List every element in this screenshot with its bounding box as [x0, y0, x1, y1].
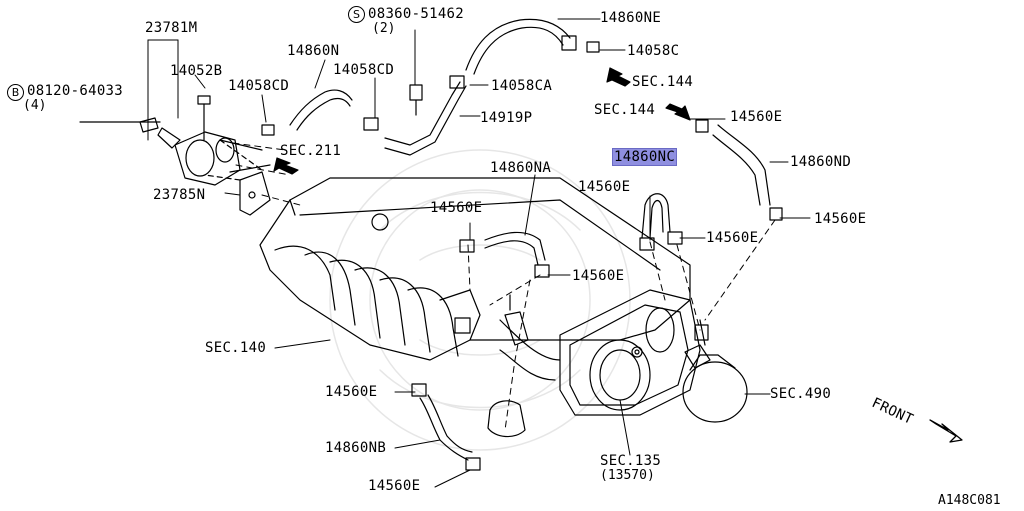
label-14560e-right-2[interactable]: 14560E	[814, 211, 867, 227]
label-sec135-sub: (13570)	[600, 468, 655, 483]
label-14860ne[interactable]: 14860NE	[600, 10, 662, 26]
label-14058c[interactable]: 14058C	[627, 43, 680, 59]
label-14560e-bottom[interactable]: 14560E	[368, 478, 421, 494]
label-14919p[interactable]: 14919P	[480, 110, 533, 126]
label-14860nc-highlighted[interactable]: 14860NC	[612, 148, 678, 166]
label-14860nd[interactable]: 14860ND	[790, 154, 852, 170]
label-14560e-top-right[interactable]: 14560E	[730, 109, 783, 125]
label-sec144-a[interactable]: SEC.144	[632, 74, 694, 90]
label-08120-qty: (4)	[23, 98, 47, 113]
label-14058cd-b[interactable]: 14058CD	[333, 62, 395, 78]
label-sec140[interactable]: SEC.140	[205, 340, 267, 356]
label-14560e-mid-2[interactable]: 14560E	[572, 268, 625, 284]
label-14058ca[interactable]: 14058CA	[491, 78, 553, 94]
label-08360-qty: (2)	[372, 21, 396, 36]
label-14560e-right-1[interactable]: 14560E	[578, 179, 631, 195]
canister	[682, 319, 748, 423]
label-14860na[interactable]: 14860NA	[490, 160, 552, 176]
arrows	[273, 67, 691, 175]
gasket	[204, 139, 271, 216]
label-14560e-left[interactable]: 14560E	[325, 384, 378, 400]
diagram-code: A148C081	[938, 493, 1001, 508]
label-sec490[interactable]: SEC.490	[770, 386, 832, 402]
label-08360-51462[interactable]: 08360-51462	[368, 6, 465, 22]
collector-plate	[499, 289, 701, 416]
install-lines	[232, 142, 776, 431]
label-sec135[interactable]: SEC.135	[600, 453, 662, 469]
label-14058cd-a[interactable]: 14058CD	[228, 78, 290, 94]
label-14860n[interactable]: 14860N	[287, 43, 340, 59]
front-arrow	[929, 419, 963, 443]
throttle-body	[79, 95, 271, 186]
screw-prefix-icon: S	[348, 6, 365, 23]
label-14052b[interactable]: 14052B	[170, 63, 223, 79]
callout-lines	[147, 18, 811, 488]
vacuum-pipe	[487, 294, 529, 438]
label-08120-64033[interactable]: 08120-64033	[27, 83, 124, 99]
label-14560e-mid[interactable]: 14560E	[430, 200, 483, 216]
intake-manifold	[259, 177, 691, 361]
label-23781m[interactable]: 23781M	[145, 20, 198, 36]
label-23785n[interactable]: 23785N	[153, 187, 206, 203]
label-14560e-right-3[interactable]: 14560E	[706, 230, 759, 246]
label-14860nb[interactable]: 14860NB	[325, 440, 387, 456]
label-sec144-b[interactable]: SEC.144	[594, 102, 656, 118]
bolt-prefix-icon: B	[7, 84, 24, 101]
label-sec211[interactable]: SEC.211	[280, 143, 342, 159]
hoses	[139, 18, 783, 471]
